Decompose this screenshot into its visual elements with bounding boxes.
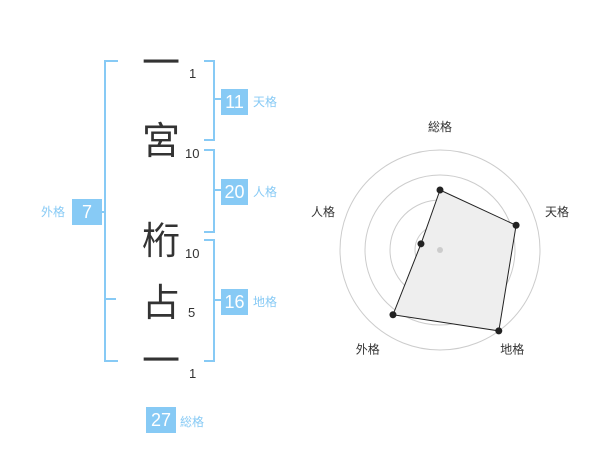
gaikaku-value-badge: 7 — [72, 199, 102, 225]
stroke-count-4: 5 — [188, 305, 196, 320]
name-char-5: 一 — [141, 339, 180, 383]
radar-center-dot — [437, 247, 443, 253]
chikaku-bracket-pointer — [215, 299, 221, 301]
radar-axis-label-1: 総格 — [428, 119, 452, 134]
stroke-count-3: 10 — [185, 246, 200, 261]
chikaku-bracket — [204, 239, 215, 362]
stroke-count-1: 1 — [189, 66, 197, 81]
chikaku-value-badge: 16 — [221, 289, 248, 315]
radar-point-4 — [389, 311, 397, 319]
tenkaku-bracket-pointer — [215, 98, 221, 100]
radar-area — [392, 189, 517, 332]
stroke-count-2: 10 — [185, 146, 200, 161]
soukaku-label: 総格 — [180, 415, 205, 429]
tenkaku-label: 天格 — [253, 95, 278, 109]
radar-point-5 — [417, 240, 425, 248]
gaikaku-label: 外格 — [41, 205, 66, 219]
radar-axis-label-2: 天格 — [545, 204, 569, 219]
gaikaku-bracket — [104, 60, 118, 362]
radar-axis-label-3: 地格 — [500, 342, 524, 357]
radar-axis-label-5: 人格 — [311, 204, 335, 219]
radar-axis-label-4: 外格 — [356, 342, 380, 357]
name-char-4: 占 — [141, 281, 180, 325]
radar-point-1 — [436, 186, 444, 194]
radar-point-3 — [495, 327, 503, 335]
jinkaku-value-badge: 20 — [221, 179, 248, 205]
soukaku-value-badge: 27 — [146, 407, 176, 433]
gaikaku-bracket-divider — [106, 298, 116, 300]
name-char-1: 一 — [141, 41, 180, 85]
jinkaku-bracket-pointer — [215, 189, 221, 191]
stroke-count-5: 1 — [189, 366, 197, 381]
jinkaku-label: 人格 — [253, 185, 278, 199]
tenkaku-value-badge: 11 — [221, 89, 248, 115]
name-char-3: 桁 — [141, 219, 180, 263]
radar-ring-4 — [339, 149, 541, 351]
chikaku-label: 地格 — [253, 295, 278, 309]
tenkaku-bracket — [204, 60, 215, 141]
radar-points — [389, 186, 520, 335]
jinkaku-bracket — [204, 149, 215, 233]
name-char-2: 宮 — [141, 119, 180, 163]
radar-point-2 — [512, 221, 520, 229]
radar-ring-3 — [364, 174, 516, 326]
